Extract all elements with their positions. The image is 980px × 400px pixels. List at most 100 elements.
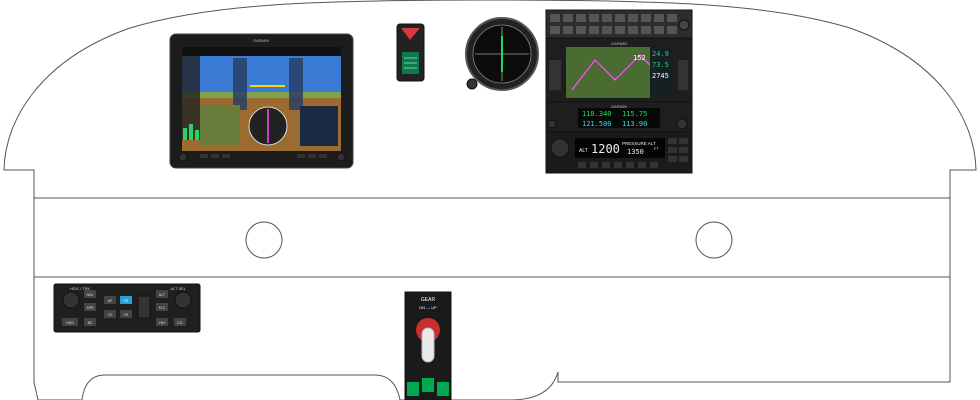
- ap-button-2-label: FD: [124, 299, 129, 303]
- transponder-screen: [575, 138, 665, 158]
- pfd-top-bar: [182, 47, 341, 56]
- pfd-gauge-1: [183, 128, 187, 140]
- autopilot-hdg-knob[interactable]: [62, 291, 80, 309]
- ap-button-10[interactable]: FLC: [156, 303, 168, 311]
- nav-indicator-obs-knob[interactable]: [466, 78, 478, 90]
- strip-button-14[interactable]: [589, 26, 599, 34]
- gps-left-keys[interactable]: [549, 60, 561, 90]
- ap-button-12[interactable]: LVL: [174, 318, 186, 326]
- strip-button-13[interactable]: [576, 26, 586, 34]
- nav-com-freq-knob[interactable]: [676, 118, 688, 130]
- gear-lever-handle[interactable]: [421, 327, 435, 363]
- ap-button-4[interactable]: NAV: [84, 290, 96, 298]
- strip-button-15[interactable]: [602, 26, 612, 34]
- strip-knob[interactable]: [678, 19, 690, 31]
- pfd-softkey-3[interactable]: [222, 154, 230, 158]
- pfd-inset-map: [200, 105, 240, 145]
- nav-indicator: [465, 17, 539, 91]
- xpdr-digit-1[interactable]: [590, 162, 598, 168]
- ap-button-1[interactable]: AP: [104, 296, 116, 304]
- ap-button-9[interactable]: ALT: [156, 290, 168, 298]
- ap-button-7[interactable]: BC: [84, 318, 96, 326]
- strip-button-11[interactable]: [550, 26, 560, 34]
- gear-light-right: [437, 382, 449, 396]
- strip-button-1[interactable]: [550, 14, 560, 22]
- pfd-knob-right[interactable]: [336, 152, 346, 162]
- pfd-right-inset: [300, 106, 338, 146]
- ap-button-11-label: VNV: [158, 321, 166, 325]
- nav-standby: 113.90: [622, 120, 647, 128]
- strip-button-9[interactable]: [654, 14, 664, 22]
- strip-button-19[interactable]: [654, 26, 664, 34]
- strip-button-8[interactable]: [641, 14, 651, 22]
- gps-nav-unit: GARMIN 24.9 73.5 2745 152: [545, 37, 693, 103]
- xpdr-digit-0[interactable]: [578, 162, 586, 168]
- pressure-alt-label: PRESSURE ALT: [622, 141, 656, 146]
- xpdr-digit-3[interactable]: [614, 162, 622, 168]
- pfd-terrain: [182, 92, 341, 98]
- transponder-unit: ALT 1200 PRESSURE ALT 1350 FT: [545, 131, 693, 174]
- gps-ground-speed: 152: [633, 54, 646, 62]
- panel-outline: [3, 0, 977, 400]
- gear-light-left: [407, 382, 419, 396]
- ap-button-6-label: HDG: [66, 321, 74, 325]
- gear-panel: GEAR DN — UP: [404, 291, 452, 400]
- autopilot-controller: HDG / TRK ALT SEL AP FD YD NAV APR HDG B…: [53, 283, 201, 333]
- pfd-gauge-3: [195, 130, 199, 140]
- strip-button-2[interactable]: [563, 14, 573, 22]
- pressure-alt-unit: FT: [654, 147, 659, 151]
- ap-button-2[interactable]: FD: [120, 296, 132, 304]
- pfd-softkey-5[interactable]: [308, 154, 316, 158]
- strip-button-5[interactable]: [602, 14, 612, 22]
- ap-button-11[interactable]: VNV: [156, 318, 168, 326]
- ap-button-6[interactable]: HDG: [62, 318, 78, 326]
- strip-button-10[interactable]: [667, 14, 677, 22]
- gear-light-nose: [422, 378, 434, 392]
- autopilot-right-knob-label: ALT SEL: [170, 286, 186, 291]
- gps-dist1: 24.9: [652, 50, 669, 58]
- gps-right-keys[interactable]: [678, 60, 688, 90]
- pfd-softkey-2[interactable]: [211, 154, 219, 158]
- ap-button-5-label: APR: [86, 306, 94, 310]
- pfd-altitude-tape: [289, 58, 303, 110]
- xpdr-key-4[interactable]: [679, 147, 688, 153]
- ap-button-12-label: LVL: [177, 321, 183, 325]
- xpdr-key-3[interactable]: [668, 147, 677, 153]
- pressure-alt-value: 1350: [627, 148, 644, 156]
- com-active: 118.340: [582, 110, 612, 118]
- xpdr-key-2[interactable]: [679, 138, 688, 144]
- ap-button-8[interactable]: VS: [120, 310, 132, 318]
- xpdr-key-6[interactable]: [679, 156, 688, 162]
- strip-button-6[interactable]: [615, 14, 625, 22]
- strip-button-4[interactable]: [589, 14, 599, 22]
- nav-com-volume-knob[interactable]: [547, 119, 557, 129]
- strip-button-20[interactable]: [667, 26, 677, 34]
- ap-button-10-label: FLC: [159, 306, 166, 310]
- strip-button-17[interactable]: [628, 26, 638, 34]
- pfd-softkey-1[interactable]: [200, 154, 208, 158]
- strip-button-7[interactable]: [628, 14, 638, 22]
- ap-button-3[interactable]: YD: [104, 310, 116, 318]
- pfd-softkey-6[interactable]: [319, 154, 327, 158]
- transponder-mode: ALT: [579, 148, 588, 154]
- nav-com-screen: [578, 108, 660, 128]
- ap-button-5[interactable]: APR: [84, 303, 96, 311]
- xpdr-key-5[interactable]: [668, 156, 677, 162]
- xpdr-digit-4[interactable]: [626, 162, 634, 168]
- xpdr-digit-5[interactable]: [638, 162, 646, 168]
- strip-button-3[interactable]: [576, 14, 586, 22]
- pfd-softkey-4[interactable]: [297, 154, 305, 158]
- ap-button-1-label: AP: [108, 299, 113, 303]
- xpdr-digit-2[interactable]: [602, 162, 610, 168]
- strip-button-18[interactable]: [641, 26, 651, 34]
- strip-button-16[interactable]: [615, 26, 625, 34]
- annunciator-red-chevron: [401, 28, 420, 40]
- autopilot-pitch-wheel[interactable]: [137, 295, 151, 319]
- xpdr-key-1[interactable]: [668, 138, 677, 144]
- xpdr-digit-6[interactable]: [650, 162, 658, 168]
- autopilot-alt-knob[interactable]: [174, 291, 192, 309]
- strip-button-12[interactable]: [563, 26, 573, 34]
- pfd-knob-left[interactable]: [178, 152, 188, 162]
- transponder-dpad[interactable]: [550, 138, 570, 158]
